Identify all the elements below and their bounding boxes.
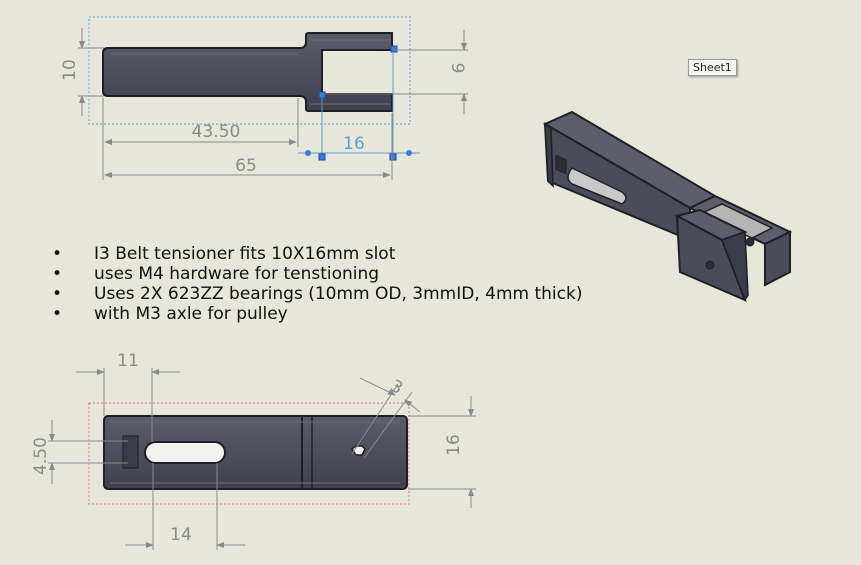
notes-list: I3 Belt tensioner fits 10X16mm slot uses…	[52, 244, 582, 324]
side-view[interactable]: 11 4.50 3 16 14	[31, 351, 476, 550]
dim-vertical-label[interactable]: 4.50	[31, 437, 51, 475]
note-item: uses M4 hardware for tenstioning	[52, 264, 582, 284]
selection-box	[88, 16, 411, 125]
side-view-part[interactable]	[103, 415, 408, 490]
note-item: with M3 axle for pulley	[52, 304, 582, 324]
dim-height-label-side[interactable]: 16	[444, 434, 464, 456]
nut-pocket	[122, 435, 139, 469]
dim-slot-length-label-side[interactable]: 14	[170, 525, 192, 545]
top-view[interactable]: 10 9 43.50 16 65	[60, 16, 468, 180]
dim-total-label[interactable]: 65	[235, 156, 257, 176]
top-view-part[interactable]	[102, 32, 393, 112]
dim-hole-label[interactable]: 3	[387, 376, 406, 399]
dim-height-label[interactable]: 10	[60, 59, 80, 81]
sheet-tab[interactable]: Sheet1	[688, 59, 737, 76]
note-item: I3 Belt tensioner fits 10X16mm slot	[52, 244, 582, 264]
dim-neck-label[interactable]: 43.50	[192, 122, 241, 142]
note-item: Uses 2X 623ZZ bearings (10mm OD, 3mmID, …	[52, 284, 582, 304]
dim-slot-offset-label[interactable]: 11	[117, 351, 139, 371]
dim-slot-length-label[interactable]: 16	[343, 134, 365, 154]
dim-slot-width-label[interactable]: 9	[447, 63, 467, 74]
slot	[144, 441, 226, 464]
sketch-handle[interactable]	[318, 91, 326, 99]
isometric-view[interactable]	[542, 110, 793, 302]
sketch-handle[interactable]	[390, 45, 398, 53]
bbox-outline	[88, 402, 410, 505]
